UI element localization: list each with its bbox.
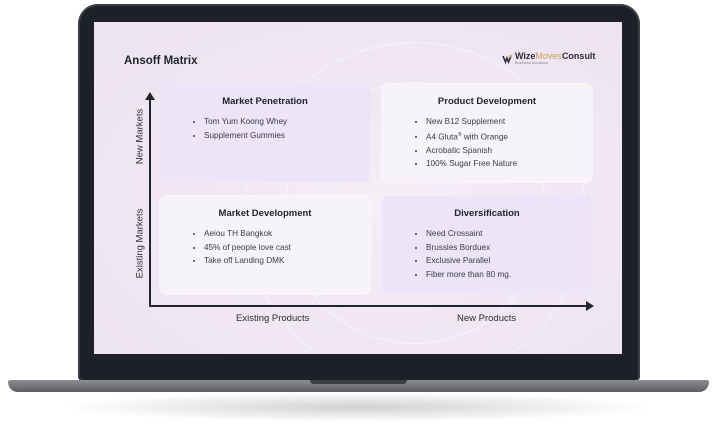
quadrant-title: Product Development — [437, 96, 537, 107]
list-item: Supplement Gummies — [204, 129, 370, 143]
list-item: Aeiou TH Bangkok — [204, 227, 370, 241]
list-item: Take off Landing DMK — [204, 254, 370, 268]
laptop-base — [8, 380, 709, 392]
brand-logo: WizeMovesConsult Business Solutions — [502, 52, 595, 66]
list-item: A4 Gluta® with Orange — [426, 129, 592, 144]
quadrant-product-development: Product Development New B12 Supplement A… — [382, 84, 592, 182]
y-axis-label-new-markets: New Markets — [134, 108, 146, 165]
quadrant-market-penetration: Market Penetration Tom Yum Koong Whey Su… — [160, 84, 370, 182]
floor-shadow — [60, 392, 657, 422]
y-axis-label-existing-markets: Existing Markets — [134, 208, 146, 279]
list-item: Fiber more than 80 mg. — [426, 268, 592, 282]
brand-mark-icon — [502, 54, 512, 64]
brand-text: WizeMovesConsult Business Solutions — [515, 52, 595, 66]
quadrant-title: Market Penetration — [222, 96, 308, 107]
list-item: 45% of people love cast — [204, 241, 370, 255]
quadrant-title: Diversification — [454, 208, 520, 219]
quadrant-list: Tom Yum Koong Whey Supplement Gummies — [160, 115, 370, 142]
quadrant-list: New B12 Supplement A4 Gluta® with Orange… — [382, 115, 592, 171]
registered-mark: ® — [457, 131, 462, 138]
list-item: New B12 Supplement — [426, 115, 592, 129]
page-title: Ansoff Matrix — [124, 55, 198, 67]
list-item: Need Crossaint — [426, 227, 592, 241]
quadrant-title: Market Development — [218, 208, 312, 219]
brand-tagline: Business Solutions — [515, 61, 549, 65]
quadrant-diversification: Diversification Need Crossaint Brussles … — [382, 196, 592, 294]
list-item: Exclusive Parallel — [426, 254, 592, 268]
laptop-screen: Ansoff Matrix WizeMovesConsult Business … — [94, 22, 622, 354]
list-item: Brussles Borduex — [426, 241, 592, 255]
x-axis-line — [149, 305, 589, 307]
quadrant-market-development: Market Development Aeiou TH Bangkok 45% … — [160, 196, 370, 294]
brand-name: WizeMovesConsult — [515, 51, 596, 61]
list-item: Tom Yum Koong Whey — [204, 115, 370, 129]
list-item: Acrobatic Spanish — [426, 144, 592, 158]
x-axis-label-new-products: New Products — [457, 313, 517, 324]
y-axis-arrow — [145, 92, 155, 100]
laptop-base-notch — [310, 380, 407, 384]
x-axis-arrow — [586, 301, 594, 311]
quadrant-list: Aeiou TH Bangkok 45% of people love cast… — [160, 227, 370, 268]
x-axis-label-existing-products: Existing Products — [236, 313, 310, 324]
quadrant-list: Need Crossaint Brussles Borduex Exclusiv… — [382, 227, 592, 281]
list-item: 100% Sugar Free Nature — [426, 157, 592, 171]
y-axis-line — [149, 98, 151, 306]
